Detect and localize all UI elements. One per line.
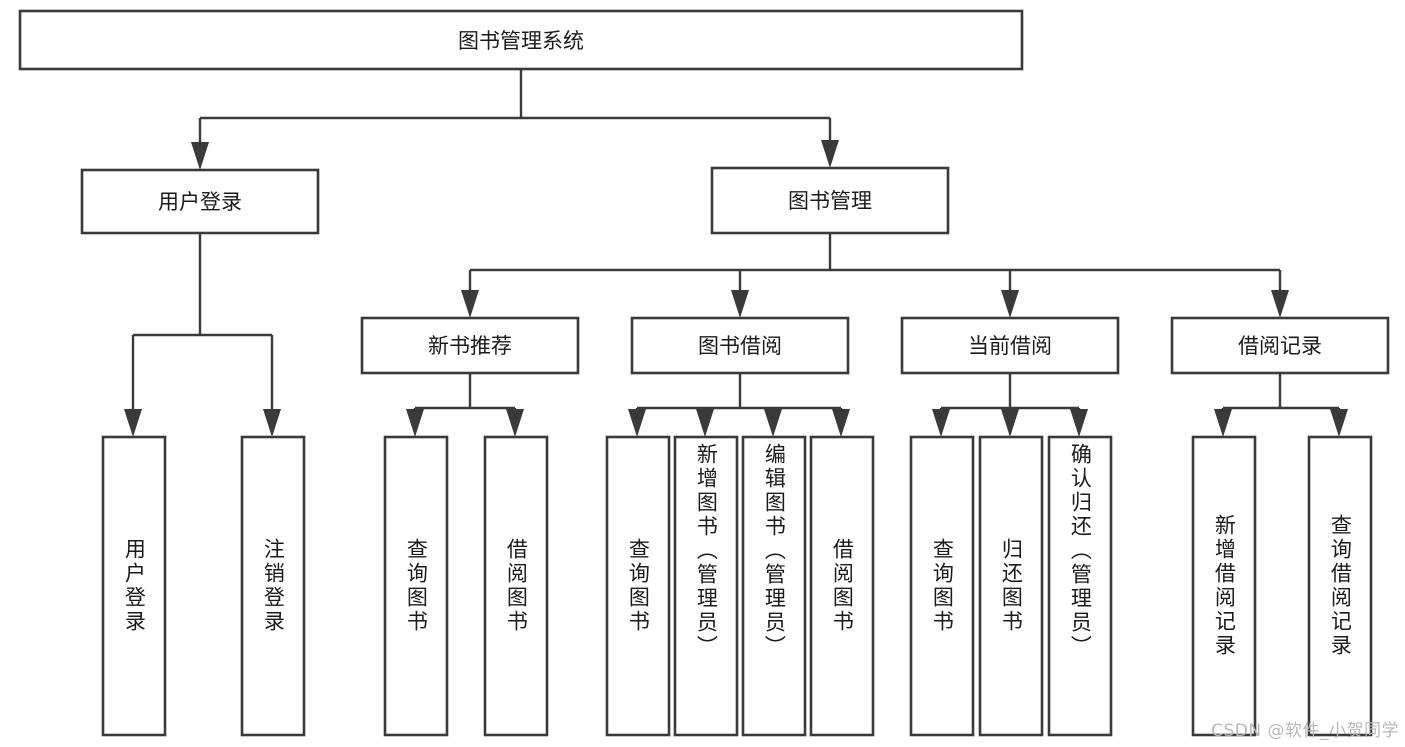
connector-group-bookmgmt [461,233,1289,318]
connector-group-root [191,69,839,170]
node-book-management[interactable]: 图书管理 [710,166,950,235]
node-book-borrow[interactable]: 图书借阅 [630,316,850,375]
connector-group-newbook [406,373,524,437]
arrow-head-icon [764,409,782,437]
leaf-box-query-book-1[interactable] [383,435,449,737]
node-borrow-record-label: 借阅记录 [1238,334,1322,358]
leaf-box-add-record[interactable] [1191,435,1257,737]
node-current-borrow[interactable]: 当前借阅 [900,316,1120,375]
arrow-head-icon [1001,290,1019,318]
arrow-head-icon [1271,290,1289,318]
node-new-book-recommend[interactable]: 新书推荐 [360,316,580,375]
arrow-head-icon [124,409,142,437]
leaf-box-query-book-3[interactable] [909,435,975,737]
node-book-borrow-box[interactable] [630,316,850,375]
node-user-login[interactable]: 用户登录 [80,168,320,235]
connector-group-bookborrow [628,373,850,437]
node-new-book-recommend-label: 新书推荐 [428,334,512,358]
node-borrow-record[interactable]: 借阅记录 [1170,316,1390,375]
arrow-head-icon [731,290,749,318]
arrow-head-icon [821,140,839,168]
arrow-head-icon [406,409,424,437]
leaf-box-return-book[interactable] [978,435,1044,737]
leaf-box-add-book[interactable] [673,435,739,737]
leaf-box-query-book-2[interactable] [605,435,671,737]
arrow-head-icon [1330,409,1348,437]
arrow-head-icon [1070,409,1088,437]
leaf-box-edit-book[interactable] [741,435,807,737]
leaf-box-query-record[interactable] [1307,435,1373,737]
arrow-head-icon [1214,409,1232,437]
arrow-head-icon [628,409,646,437]
node-user-login-box[interactable] [80,168,320,235]
arrow-head-icon [506,409,524,437]
node-root-box[interactable] [18,9,1024,71]
node-root-label: 图书管理系统 [458,29,584,53]
arrow-head-icon [832,409,850,437]
leaf-box-user-login[interactable] [101,435,167,737]
node-book-management-label: 图书管理 [788,189,872,213]
arrow-head-icon [1001,409,1019,437]
node-book-management-box[interactable] [710,166,950,235]
node-user-login-label: 用户登录 [158,190,242,214]
arrow-head-icon [263,409,281,437]
node-book-borrow-label: 图书借阅 [698,334,782,358]
leaf-boxes-group [101,435,1373,737]
arrow-head-icon [696,409,714,437]
arrow-head-icon [932,409,950,437]
node-current-borrow-box[interactable] [900,316,1120,375]
connector-group-userlogin [124,233,281,437]
connector-group-borrowrecord [1214,373,1348,437]
node-current-borrow-label: 当前借阅 [968,334,1052,358]
leaf-box-borrow-book-1[interactable] [483,435,549,737]
node-borrow-record-box[interactable] [1170,316,1390,375]
node-new-book-recommend-box[interactable] [360,316,580,375]
arrow-head-icon [191,142,209,170]
leaf-box-logout[interactable] [240,435,306,737]
leaf-box-borrow-book-2[interactable] [809,435,875,737]
node-root[interactable]: 图书管理系统 [18,9,1024,71]
leaf-box-confirm-return[interactable] [1047,435,1113,737]
arrow-head-icon [461,290,479,318]
connector-group-currentborrow [932,373,1088,437]
